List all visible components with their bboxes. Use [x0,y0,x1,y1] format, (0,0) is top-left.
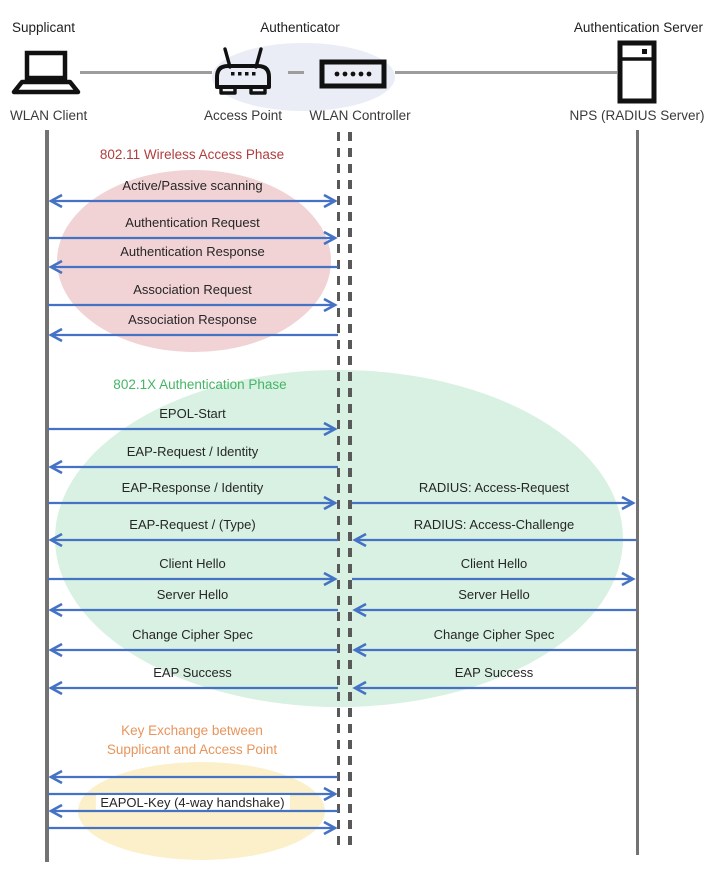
access-point-icon [215,47,271,95]
message-label: EAP-Request / (Type) [129,517,256,532]
phase3-title-line1: Key Exchange between [121,723,263,738]
message-label: EAP-Request / Identity [126,444,259,459]
node-label-nps: NPS (RADIUS Server) [569,108,705,123]
message-arrow [352,571,636,587]
phase2-title: 802.1X Authentication Phase [113,377,287,392]
message-label: Association Response [128,312,257,327]
message-arrow [47,532,338,548]
lifeline-wlan-controller-right [348,132,352,852]
message-arrow [352,495,636,511]
lifeline-wlan-client [45,130,49,862]
message-arrow [47,769,338,785]
message-arrow [47,642,338,658]
message-label: Association Request [133,282,252,297]
message-arrow [47,803,338,819]
authenticator-group-ellipse [212,43,395,111]
message-arrow [47,571,338,587]
message-label: EAP-Response / Identity [121,480,264,495]
message-arrow [47,327,338,343]
message-label: Server Hello [156,587,229,602]
message-label: Change Cipher Spec [433,627,555,642]
message-arrow [352,680,636,696]
link-controller-server [395,71,617,74]
message-label: Authentication Request [125,215,260,230]
lifeline-nps [635,130,639,855]
message-arrow [352,642,636,658]
message-label: RADIUS: Access-Request [418,480,570,495]
phase3-title-line2: Supplicant and Access Point [106,742,278,757]
message-arrow [47,259,338,275]
message-label: EAP Success [454,665,534,680]
lifeline-wlan-controller-left [336,132,340,852]
node-label-wlan-client: WLAN Client [10,108,88,123]
message-label: Change Cipher Spec [132,627,253,642]
message-arrow [47,193,338,209]
message-arrow [47,680,338,696]
message-label: EAP Success [153,665,232,680]
message-label: Client Hello [159,556,226,571]
message-arrow [352,602,636,618]
phase1-title: 802.11 Wireless Access Phase [99,147,285,162]
message-arrow [47,459,338,475]
message-label: RADIUS: Access-Challenge [413,517,575,532]
message-label: Authentication Response [120,244,265,259]
wlan-controller-icon [319,59,387,89]
message-arrow [47,495,338,511]
message-arrow [47,421,338,437]
message-arrow [47,230,338,246]
message-arrow [47,820,338,836]
message-label: EPOL-Start [159,406,226,421]
message-arrow [47,786,338,802]
role-label-authenticator: Authenticator [260,20,340,35]
link-ap-controller [288,71,304,74]
role-label-supplicant: Supplicant [12,20,76,35]
message-label: EAPOL-Key (4-way handshake) [95,795,290,810]
message-arrow [47,297,338,313]
message-label: Active/Passive scanning [122,178,263,193]
link-client-ap [80,71,212,74]
message-arrow [47,602,338,618]
server-icon [617,40,657,104]
message-label: Server Hello [458,587,530,602]
node-label-access-point: Access Point [203,108,283,123]
message-arrow [352,532,636,548]
laptop-icon [11,50,81,95]
message-label: Client Hello [460,556,528,571]
role-label-authentication-server: Authentication Server [573,20,703,35]
node-label-wlan-controller: WLAN Controller [309,108,411,123]
